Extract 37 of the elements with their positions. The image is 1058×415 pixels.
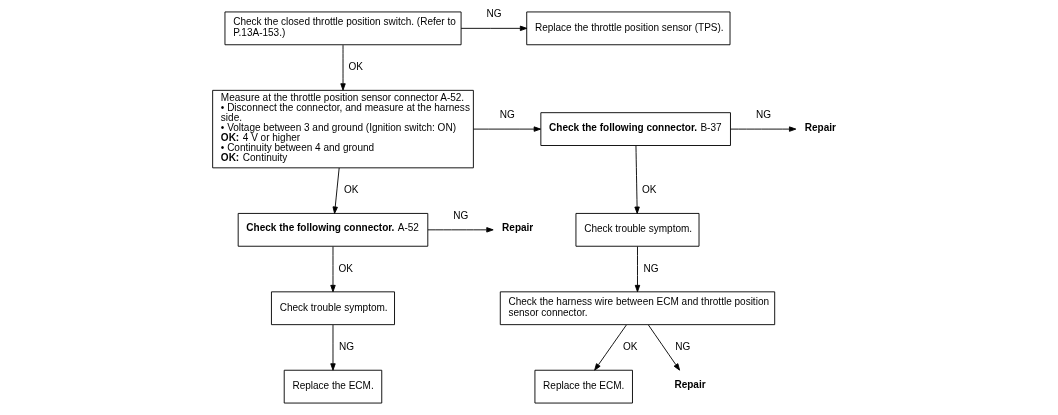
node-box: Check the closed throttle position switch. (Refer to P.13A-153.)	[224, 11, 462, 46]
node-text: Repair	[674, 379, 706, 391]
node-box: Check the harness wire between ECM and throttle position sensor connector.	[499, 291, 776, 326]
edge-label: NG	[643, 262, 659, 274]
node-box: Check the following connector. A-52	[237, 212, 429, 247]
node-box: Replace the ECM.	[534, 369, 633, 404]
node-box: Check the following connector. B-37	[540, 112, 731, 146]
node-box: Replace the ECM.	[283, 369, 383, 404]
node-text: Repair	[502, 222, 534, 234]
edge-label: NG	[338, 341, 354, 352]
arrow	[330, 324, 336, 371]
node-box: Measure at the throttle position sensor connector A-52. • Disconnect the connector, and measure at the harness side. • Voltage between 3 and ground (Ignition switch: ON) OK: 4 V or higher • Continuity between 4 and ground OK: Continuity	[212, 89, 474, 169]
edge-label: OK	[642, 184, 657, 196]
node-box: Replace the throttle position sensor (TPS).	[526, 11, 731, 46]
edge-label: NG	[486, 8, 502, 20]
arrow	[730, 126, 797, 132]
node-box: Check trouble symptom.	[575, 212, 700, 247]
edge-label: OK	[348, 61, 363, 73]
node-box: Check trouble symptom.	[271, 291, 395, 326]
arrow	[460, 25, 528, 32]
edge-label: OK	[343, 184, 359, 196]
arrow	[594, 324, 627, 371]
edge-label: NG	[453, 209, 469, 221]
edge-label: NG	[499, 108, 515, 120]
arrow	[473, 126, 541, 132]
node-text: Repair	[804, 121, 836, 133]
arrow	[634, 246, 641, 293]
arrow	[648, 324, 681, 371]
edge-label: NG	[756, 108, 772, 120]
edge-label: OK	[338, 262, 353, 274]
arrow	[634, 145, 640, 214]
edge-label: NG	[675, 341, 691, 352]
arrow	[427, 227, 494, 233]
arrow	[330, 246, 336, 293]
arrow	[340, 44, 346, 91]
arrow	[332, 167, 340, 214]
edge-label: OK	[622, 341, 638, 352]
